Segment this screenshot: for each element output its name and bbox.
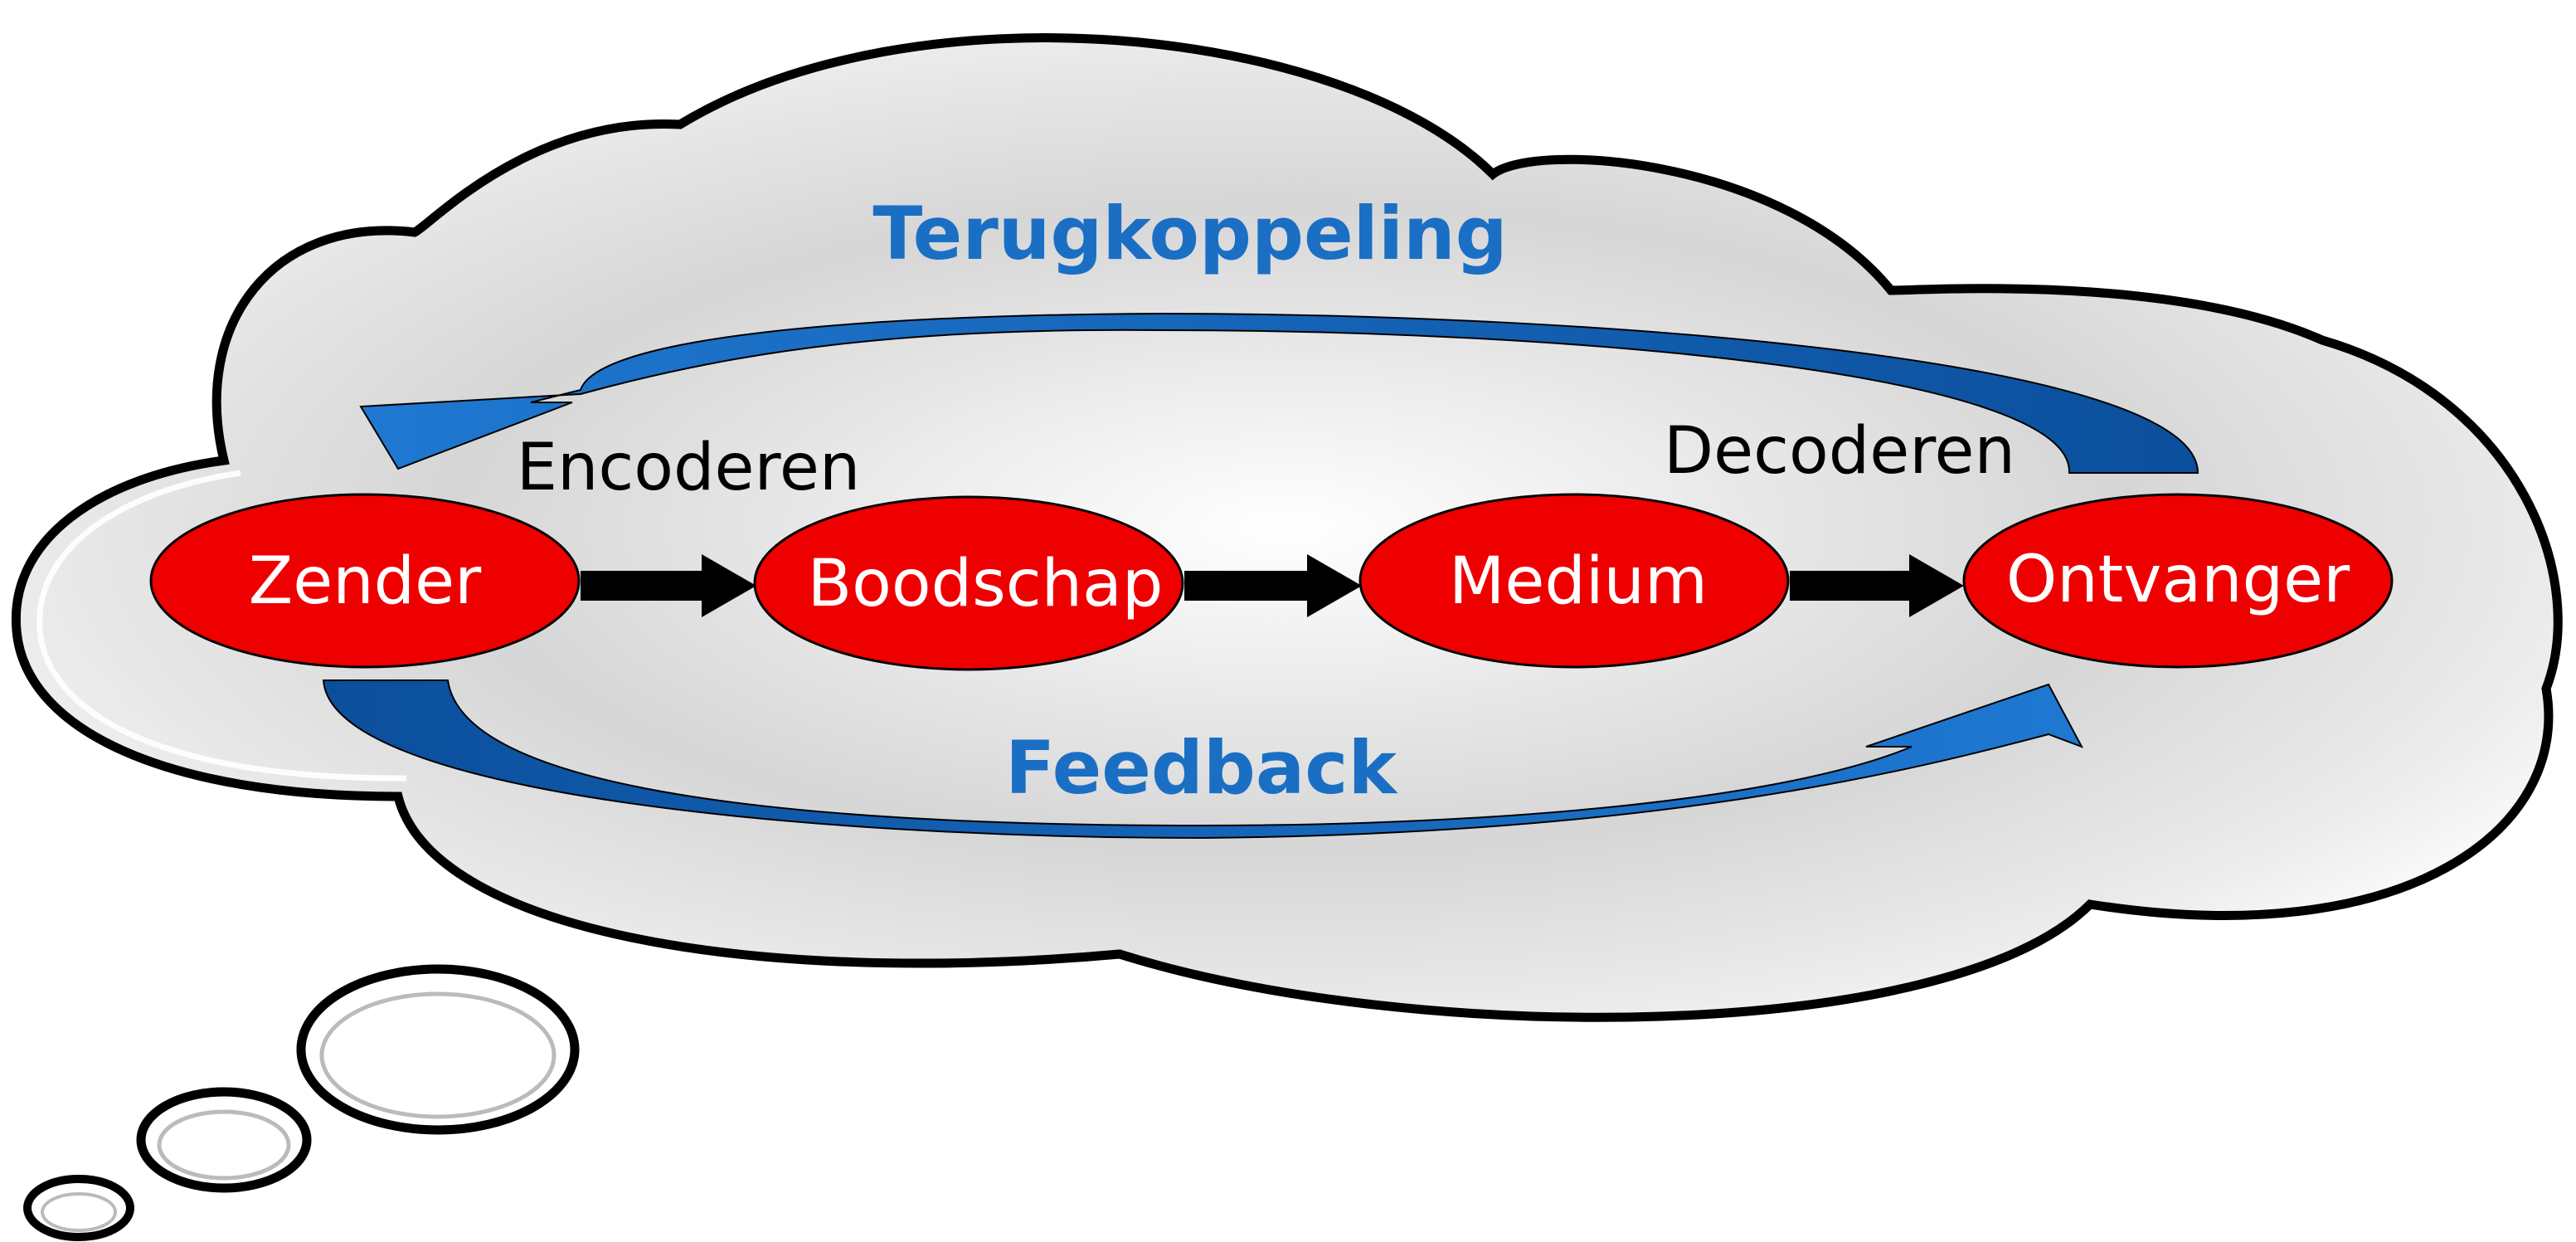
feedback-loop-arrow [322, 679, 2084, 840]
node-boodschap: Boodschap [753, 495, 1184, 671]
node-ontvanger: Ontvanger [1962, 493, 2394, 669]
flow-arrow-zender-boodschap [581, 554, 756, 617]
flow-arrow-medium-ontvanger [1790, 554, 1964, 617]
terugkoppeling-loop-arrow [359, 312, 2199, 474]
node-zender: Zender [149, 493, 581, 669]
flow-arrow-boodschap-medium [1184, 554, 1362, 617]
feedback-label: Feedback [1005, 725, 1398, 811]
node-label-ontvanger: Ontvanger [2006, 543, 2350, 617]
decoderen-label: Decoderen [1664, 414, 2015, 489]
node-label-zender: Zender [249, 544, 482, 619]
thought-cloud-icon [11, 33, 2563, 1241]
terugkoppeling-label: Terugkoppeling [872, 191, 1507, 276]
node-label-boodschap: Boodschap [808, 547, 1164, 621]
node-label-medium: Medium [1449, 544, 1708, 619]
node-medium: Medium [1358, 493, 1790, 669]
encoderen-label: Encoderen [517, 431, 861, 505]
